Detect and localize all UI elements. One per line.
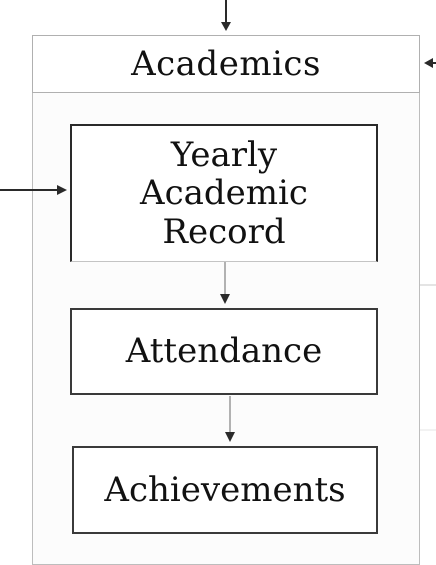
achievements-label: Achievements: [104, 469, 346, 510]
arrow-to-achievements: [225, 396, 235, 442]
academics-title: Academics: [131, 43, 321, 84]
arrow-to-attendance: [220, 262, 230, 304]
attendance-label: Attendance: [125, 331, 323, 372]
label-line-2: Academic: [140, 173, 308, 214]
yearly-academic-record-box: Yearly Academic Record: [70, 124, 378, 262]
academics-header: Academics: [32, 35, 420, 93]
label-line-1: Yearly: [170, 134, 278, 175]
left-arrow: [0, 185, 67, 195]
label-line-3: Record: [162, 211, 286, 252]
attendance-box: Attendance: [70, 308, 378, 395]
top-arrow: [221, 0, 231, 31]
yearly-academic-record-label: Yearly Academic Record: [140, 136, 308, 251]
right-arrow: [424, 58, 436, 68]
achievements-box: Achievements: [72, 446, 378, 534]
